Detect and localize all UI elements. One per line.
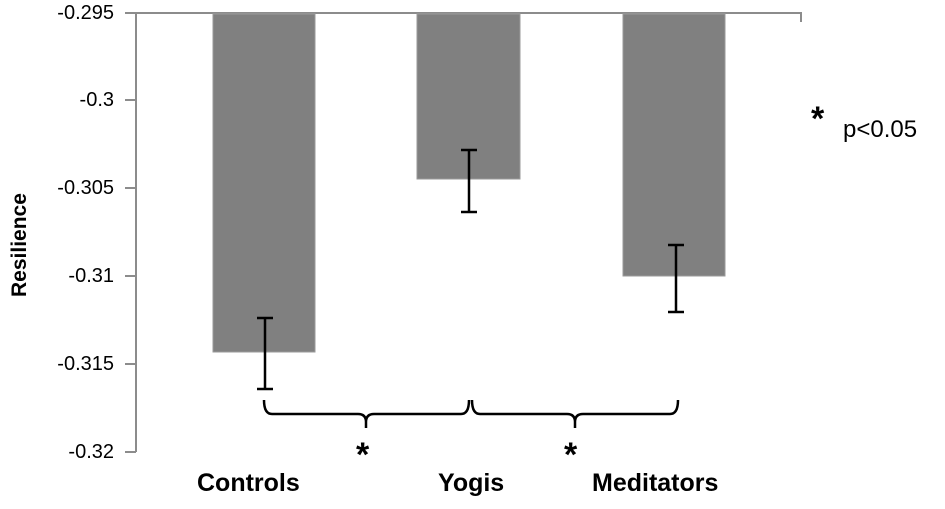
significance-bracket-yogis-meditators [470, 399, 680, 428]
y-tick-label: -0.32 [68, 441, 114, 463]
legend-star: * [811, 100, 825, 138]
bar-meditators [622, 13, 726, 277]
bar-controls [212, 13, 316, 353]
y-axis-title: Resilience [8, 193, 31, 297]
error-bar-yogis [461, 148, 477, 214]
y-tick-label: -0.3 [79, 89, 114, 111]
significance-bracket-controls-yogis [262, 399, 471, 428]
y-tick-label: -0.315 [57, 353, 114, 375]
error-bar-meditators [668, 243, 684, 314]
y-tick-label: -0.295 [57, 2, 114, 24]
category-label-yogis: Yogis [438, 469, 505, 497]
y-axis-ticks [125, 12, 136, 453]
error-bar-controls [257, 316, 273, 391]
y-tick-label: -0.31 [68, 265, 114, 287]
category-label-meditators: Meditators [592, 469, 719, 497]
y-tick-label: -0.305 [57, 177, 114, 199]
significance-star-1: * [356, 436, 370, 474]
p-value-note: p<0.05 [843, 116, 918, 143]
significance-star-2: * [564, 436, 578, 474]
category-label-controls: Controls [197, 469, 300, 497]
